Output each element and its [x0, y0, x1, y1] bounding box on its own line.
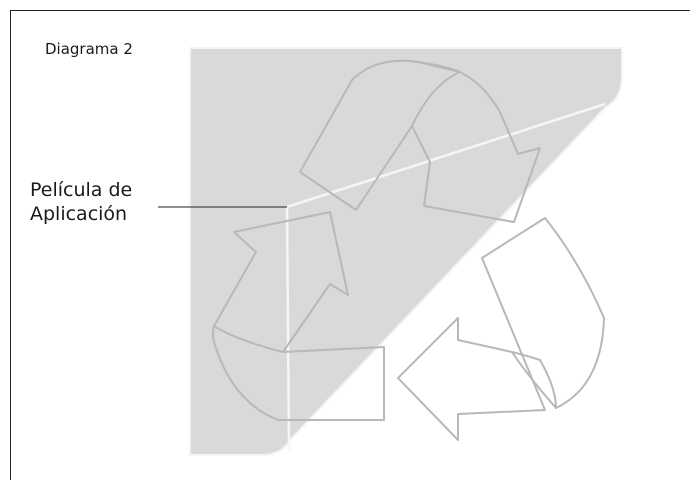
application-film — [189, 47, 623, 456]
recycle-arrow-left — [212, 211, 385, 421]
application-film-callout: Película de Aplicación — [30, 178, 132, 226]
recycle-arrow-top — [299, 59, 541, 223]
film-vertical-edge — [285, 206, 291, 451]
diagram-title: Diagrama 2 — [45, 40, 133, 58]
recycle-arrow-right — [397, 217, 605, 441]
recycling-arrows-icon — [212, 59, 605, 441]
callout-line-1: Película de — [30, 179, 133, 201]
callout-line-2: Aplicación — [30, 203, 128, 225]
film-peel-edge — [286, 102, 606, 209]
diagram-frame — [10, 10, 690, 480]
